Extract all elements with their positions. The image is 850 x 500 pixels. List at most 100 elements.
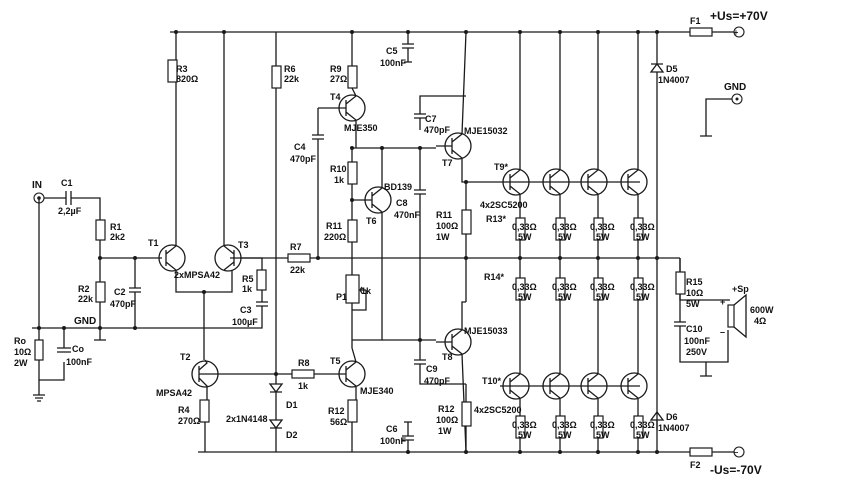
cap-c8 (414, 148, 426, 340)
fuse-f1-label: F1 (690, 16, 701, 26)
negative-terminal[interactable] (733, 446, 745, 458)
speaker (727, 293, 747, 339)
output-transistor-lower-1 (502, 372, 530, 400)
c2-val: 470pF (110, 299, 137, 309)
t3-label: T3 (238, 240, 249, 250)
pot-p1[interactable] (345, 274, 360, 304)
res-r7 (287, 253, 311, 263)
c5-ref: C5 (386, 46, 398, 56)
vas-stage (291, 30, 436, 454)
positive-rail: + (170, 26, 745, 38)
d12-type: 2x1N4148 (226, 414, 268, 424)
emitter-res-value: 0,33Ω (590, 420, 615, 430)
current-source (191, 32, 292, 452)
emitter-res-power: 5W (596, 430, 610, 440)
emitter-res-value: 0,33Ω (552, 282, 577, 292)
cap-c7 (414, 95, 466, 130)
emitter-res-power: 5W (518, 430, 532, 440)
cap-c4 (312, 108, 324, 258)
emitter-res-power: 5W (558, 430, 572, 440)
c4-ref: C4 (294, 142, 306, 152)
cap-c10 (674, 294, 712, 377)
diff-pair (158, 30, 311, 360)
res-ro (34, 339, 44, 361)
res-r11b (461, 209, 472, 235)
cap-c2 (129, 258, 141, 328)
r2-ref: R2 (78, 284, 90, 294)
c10-val: 100nF (684, 336, 711, 346)
c10-ref: C10 (686, 324, 703, 334)
r12-ref: R12 (328, 406, 345, 416)
r1-val: 2k2 (110, 232, 125, 242)
r12b-val: 100Ω (436, 415, 458, 425)
emitter-res-value: 0,33Ω (630, 420, 655, 430)
res-r6 (271, 65, 282, 89)
r11b-note: 1W (436, 232, 450, 242)
t8-type: MJE15033 (464, 326, 508, 336)
r11-ref: R11 (326, 221, 342, 231)
speaker-imp: 4Ω (754, 316, 766, 326)
emitter-res-power: 5W (636, 232, 650, 242)
c1-val: 2,2µF (58, 206, 82, 216)
r5-val: 1k (242, 284, 253, 294)
emitter-res-value: 0,33Ω (630, 222, 655, 232)
c8-ref: C8 (396, 198, 408, 208)
r5-ref: R5 (242, 274, 254, 284)
output-transistor-upper-1 (502, 168, 530, 196)
output-transistor-lower-3 (580, 372, 608, 400)
r15-ref: R15 (686, 277, 703, 287)
t7-type: MJE15032 (464, 126, 508, 136)
cap-co (57, 347, 71, 353)
c9-val: 470pF (424, 376, 451, 386)
r11b-ref: R11 (436, 210, 452, 220)
c5-val: 100nF (380, 58, 407, 68)
r12b-note: 1W (438, 426, 452, 436)
positive-supply-label: +Us=+70V (710, 9, 768, 23)
r3-val: 820Ω (176, 74, 198, 84)
output-transistors: 0,33Ω5W0,33Ω5W0,33Ω5W0,33Ω5W0,33Ω5W0,33Ω… (500, 30, 655, 454)
c3-val: 100µF (232, 317, 258, 327)
r1-ref: R1 (110, 222, 122, 232)
r15-note: 5W (686, 299, 700, 309)
res-r12a (347, 399, 358, 423)
r3-ref: R3 (176, 64, 188, 74)
res-r11a (347, 219, 358, 243)
diode-d5 (649, 32, 665, 430)
res-r10 (347, 161, 358, 185)
zobel-network (674, 258, 729, 377)
emitter-res-power: 5W (636, 430, 650, 440)
t1-label: T1 (148, 238, 159, 248)
driver-stage (414, 30, 500, 454)
cap-c5 (402, 32, 414, 63)
emitter-res-value: 0,33Ω (552, 420, 577, 430)
pair-type: 2xMPSA42 (174, 270, 220, 280)
diode-d6 (649, 410, 665, 452)
r15-val: 10Ω (686, 288, 703, 298)
r8-ref: R8 (298, 358, 310, 368)
res-r15 (675, 271, 686, 295)
d2-label: D2 (286, 430, 298, 440)
c7-ref: C7 (425, 114, 437, 124)
t2-type: MPSA42 (156, 388, 192, 398)
t5-type: MJE340 (360, 386, 394, 396)
emitter-res-power: 5W (636, 292, 650, 302)
speaker-ref: +Sp (732, 284, 749, 294)
r9-val: 27Ω (330, 74, 347, 84)
output-transistor-upper-3 (580, 168, 608, 196)
c7-val: 470pF (424, 125, 451, 135)
speaker-plus: + (720, 297, 725, 307)
c6-ref: C6 (386, 424, 398, 434)
input-label: IN (32, 180, 42, 191)
emitter-res-power: 5W (596, 232, 610, 242)
c9-ref: C9 (426, 364, 438, 374)
ro-note: 2W (14, 358, 28, 368)
c6-val: 100nF (380, 436, 407, 446)
c3-ref: C3 (240, 305, 252, 315)
p1-val: 1k (361, 286, 372, 296)
emitter-res-power: 5W (558, 292, 572, 302)
t6-type: BD139 (384, 182, 412, 192)
transistor-t1 (158, 244, 186, 272)
flyback-diodes (649, 30, 665, 454)
positive-terminal[interactable] (733, 26, 745, 38)
emitter-res-value: 0,33Ω (512, 222, 537, 232)
